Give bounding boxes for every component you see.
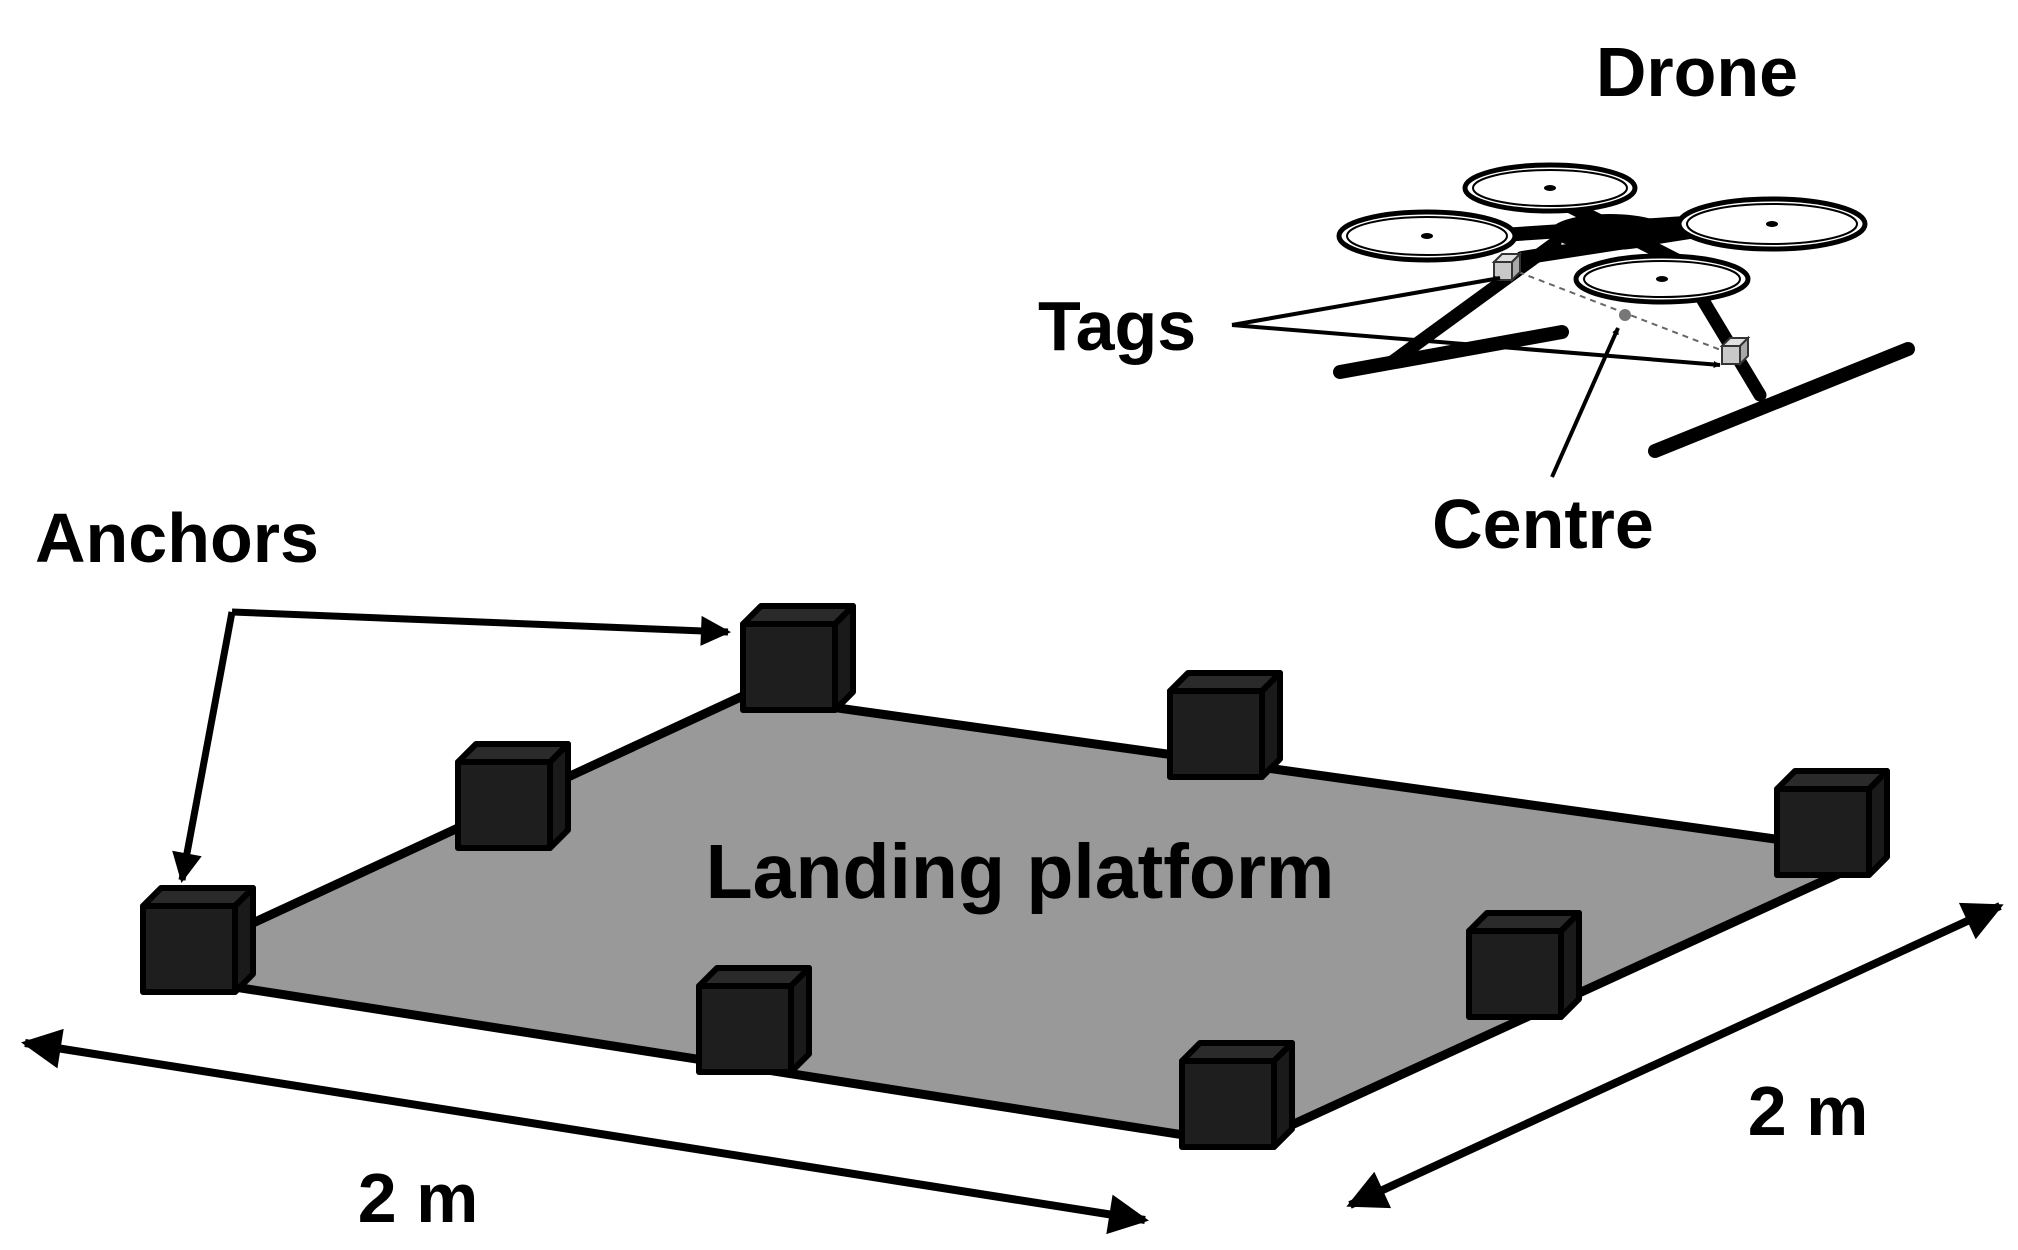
centre-callout: Centre [1432,327,1654,563]
anchor-cube-icon [699,968,809,1072]
anchor-cube-icon [1777,771,1887,875]
anchors-label: Anchors [35,499,319,577]
rotor [1336,209,1518,263]
tags-label: Tags [1038,287,1196,365]
anchor-cube-icon [143,888,253,992]
anchor-cube-icon [743,606,853,710]
tags-callout: Tags [1038,275,1721,368]
drone-label: Drone [1596,33,1798,111]
tag-small-cube-icon [1721,337,1749,365]
dimension-front: 2 m [21,1028,1149,1237]
dimension-arrow-side [1346,902,2004,1209]
centre-label: Centre [1432,485,1654,563]
dimension-arrow-front [21,1028,1149,1235]
anchor-cube-icon [1182,1043,1292,1147]
anchors-callout: Anchors [35,499,731,883]
dimension-label-front: 2 m [358,1159,479,1237]
anchors-arrow-left [172,611,236,883]
tag-baseline [1507,267,1727,353]
rotor [1676,196,1868,252]
tags-arrow-upper [1231,275,1501,327]
platform-label: Landing platform [706,829,1335,915]
anchor-cube-icon [1170,673,1280,777]
dimension-label-side: 2 m [1748,1072,1869,1150]
centre-point [1619,309,1631,321]
anchor-cube-icon [458,744,568,848]
rotor [1462,162,1638,214]
tags-arrow-lower [1231,323,1721,368]
anchors-arrow-top [231,608,731,646]
rotor [1573,253,1751,305]
tag-small-cube-icon [1493,253,1521,281]
centre-arrow [1550,327,1620,478]
dimension-side: 2 m [1346,902,2004,1209]
anchor-cube-icon [1469,913,1579,1017]
quadcopter-icon [1333,162,1915,458]
